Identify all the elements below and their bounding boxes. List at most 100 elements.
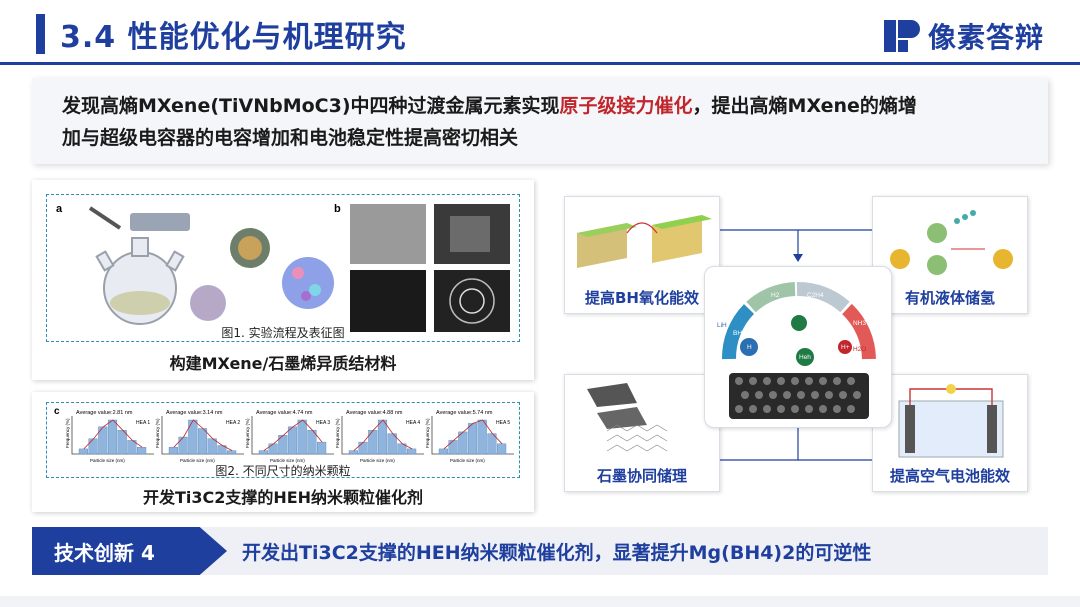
- histogram-average: Average value:2.81 nm: [76, 410, 133, 416]
- histogram-average: Average value:4.74 nm: [256, 410, 313, 416]
- tem-image-4: [434, 270, 510, 332]
- label-b: b: [334, 203, 341, 215]
- histogram-bar: [497, 443, 507, 455]
- histogram-ylabel: Frequency (%): [425, 418, 430, 448]
- histogram-bar: [358, 441, 368, 455]
- histogram-fit-curve: [83, 419, 143, 450]
- bh-oxidation-illustration: [577, 215, 712, 268]
- arc-label-heh: Heh: [799, 354, 811, 361]
- histogram-bar: [88, 438, 98, 455]
- arc-label-nh3: NH3: [853, 320, 866, 327]
- innovation-bar: 技术创新 4 开发出Ti3C2支撑的HEH纳米颗粒催化剂，显著提升Mg(BH4)…: [32, 527, 1048, 575]
- histogram-average: Average value:4.88 nm: [346, 410, 403, 416]
- histogram-xlabel: Particle size (nm): [90, 458, 125, 463]
- bottom-strip: [0, 596, 1080, 607]
- histogram-tag: HEA 3: [316, 420, 330, 426]
- histogram-fit-curve: [173, 419, 233, 451]
- histogram-bar: [78, 448, 88, 455]
- histogram-bar: [188, 419, 198, 455]
- histogram-bar: [368, 430, 378, 455]
- logo-text: 像素答辩: [927, 21, 1044, 54]
- histogram-bar: [467, 423, 478, 455]
- arc-label-c2h4: C2H4: [807, 292, 824, 299]
- air-battery-illustration: [898, 384, 1004, 458]
- panel1-caption: 构建MXene/石墨烯异质结材料: [169, 354, 397, 373]
- label-c: c: [54, 406, 60, 417]
- histogram-bar: [197, 428, 208, 455]
- innovation-tag: 技术创新 4: [32, 527, 227, 575]
- intro-highlight: 原子级接力催化: [559, 95, 693, 117]
- histogram-bar: [387, 433, 397, 455]
- histogram-xlabel: Particle size (nm): [360, 458, 395, 463]
- histogram-bar: [178, 436, 188, 455]
- figure-frame: [46, 194, 520, 342]
- histogram-bar: [438, 448, 448, 455]
- organic-hydrogen-illustration: [890, 210, 1013, 275]
- histogram-fit-curve: [353, 419, 413, 451]
- histogram-bar: [287, 426, 298, 455]
- intro-box: 发现高熵MXene(TiVNbMoC3)中四种过渡金属元素实现原子级接力催化，提…: [32, 78, 1048, 164]
- histogram-bar: [227, 450, 237, 455]
- tem-image-3: [350, 270, 426, 332]
- flask-illustration: [88, 206, 190, 325]
- histogram-tag: HEA 2: [226, 420, 240, 426]
- experiment-panel: a b 图1. 实验流程及表征图 构建MXene/石墨烯异质结材料: [32, 180, 534, 380]
- card-bh-label: 提高BH氧化能效: [585, 289, 699, 307]
- histogram-ylabel: Frequency (%): [245, 418, 250, 448]
- histogram-tag: HEA 5: [496, 420, 510, 426]
- center-mechanism: BH4 H2 C2H4 NH3 H2O LiH H Heh H+: [704, 266, 892, 428]
- graphite-illustration: [587, 383, 668, 452]
- histogram-bar: [137, 447, 147, 455]
- histogram-xlabel: Particle size (nm): [180, 458, 215, 463]
- histogram-bar: [487, 433, 497, 455]
- title-accent-bar: [36, 14, 45, 54]
- intro-line-1: 发现高熵MXene(TiVNbMoC3)中四种过渡金属元素实现原子级接力催化，提…: [62, 95, 917, 117]
- histogram-ylabel: Frequency (%): [335, 418, 340, 448]
- label-a: a: [56, 203, 63, 215]
- logo: 像素答辩: [883, 16, 1044, 56]
- histogram-bar: [448, 440, 458, 455]
- panel2-caption: 开发Ti3C2支撑的HEH纳米颗粒催化剂: [142, 488, 424, 507]
- card-organic-hydrogen: 有机液体储氢: [872, 196, 1028, 314]
- particle-cluster-1: [190, 285, 226, 321]
- histogram-fit-curve: [443, 419, 503, 450]
- header-divider: [0, 62, 1080, 65]
- histogram-bar: [268, 443, 278, 455]
- histogram-ylabel: Frequency (%): [155, 418, 160, 448]
- histogram-ylabel: Frequency (%): [65, 418, 70, 448]
- histogram-bar: [317, 441, 327, 455]
- page-title: 3.4 性能优化与机理研究: [60, 20, 407, 55]
- histogram-bar: [258, 450, 268, 455]
- histogram-xlabel: Particle size (nm): [270, 458, 305, 463]
- histogram-average: Average value:3.14 nm: [166, 410, 223, 416]
- histogram-average: Average value:5.74 nm: [436, 410, 493, 416]
- figure1-caption: 图1. 实验流程及表征图: [221, 326, 345, 340]
- card-bh-oxidation: 提高BH氧化能效: [564, 196, 720, 314]
- arc-label-bh4: BH4: [733, 330, 746, 337]
- histogram-bar: [377, 419, 388, 455]
- card-graphite-storage: 石墨协同储理: [564, 374, 720, 492]
- tem-image-1: [350, 204, 426, 264]
- logo-icon: [883, 18, 920, 54]
- experiment-figure: a b: [56, 203, 510, 332]
- innovation-text: 开发出Ti3C2支撑的HEH纳米颗粒催化剂，显著提升Mg(BH4)2的可逆性: [242, 541, 872, 564]
- card-battery-label: 提高空气电池能效: [889, 467, 1010, 485]
- connector-lines: [718, 229, 878, 461]
- histogram-bar: [407, 448, 417, 455]
- histogram-tag: HEA 4: [406, 420, 420, 426]
- intro-line-2: 加与超级电容器的电容增加和电池稳定性提高密切相关: [62, 127, 519, 149]
- mechanism-diagram: 提高BH氧化能效 有机液体储氢 石墨协同储理: [548, 180, 1048, 512]
- histogram-bar: [477, 419, 487, 455]
- arc-label-lih: LiH: [717, 322, 727, 329]
- histogram-bar: [117, 430, 127, 455]
- arc-label-h: H: [747, 344, 752, 351]
- arc-label-h2: H2: [771, 292, 780, 299]
- arc-label-h2o: H2O: [853, 346, 866, 353]
- card-air-battery: 提高空气电池能效: [872, 374, 1028, 492]
- card-graphite-label: 石墨协同储理: [596, 467, 687, 485]
